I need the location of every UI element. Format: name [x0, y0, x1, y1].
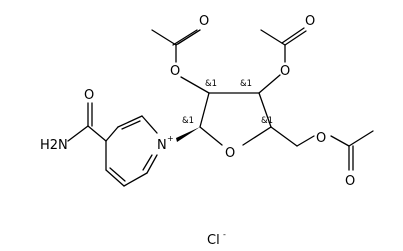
amide-group [67, 102, 107, 142]
atom-o-carbonyl-c3: O [305, 14, 315, 29]
stereo-label-c4: &1 [261, 116, 273, 126]
atom-chloride: Cl [207, 233, 220, 248]
stereo-label-c1: &1 [182, 116, 194, 126]
acetate-group-c5 [270, 126, 374, 171]
atom-o-ester-c2: O [170, 64, 180, 79]
ribose-ring [199, 92, 272, 146]
atom-o-ring: O [225, 146, 235, 161]
acetate-group-c2 [151, 29, 201, 63]
atom-o-ester-c3: O [280, 64, 290, 79]
atom-o-ester-c5: O [316, 131, 326, 146]
ester-bonds [180, 74, 281, 94]
atom-o-amide: O [84, 88, 94, 103]
wedge-bond-c1-n [176, 127, 200, 142]
stereo-label-c2: &1 [205, 79, 217, 89]
atom-n-amide: H2N [40, 138, 68, 153]
stereo-label-c3: &1 [240, 79, 252, 89]
charge-n-pyridinium: + [167, 134, 174, 143]
atom-o-carbonyl-c2: O [199, 14, 209, 29]
pyridinium-ring [105, 115, 158, 187]
atom-o-carbonyl-c5: O [345, 174, 355, 189]
charge-chloride: - [223, 230, 226, 239]
acetate-group-c3 [260, 27, 307, 63]
atom-n-pyridinium: N [157, 138, 167, 153]
